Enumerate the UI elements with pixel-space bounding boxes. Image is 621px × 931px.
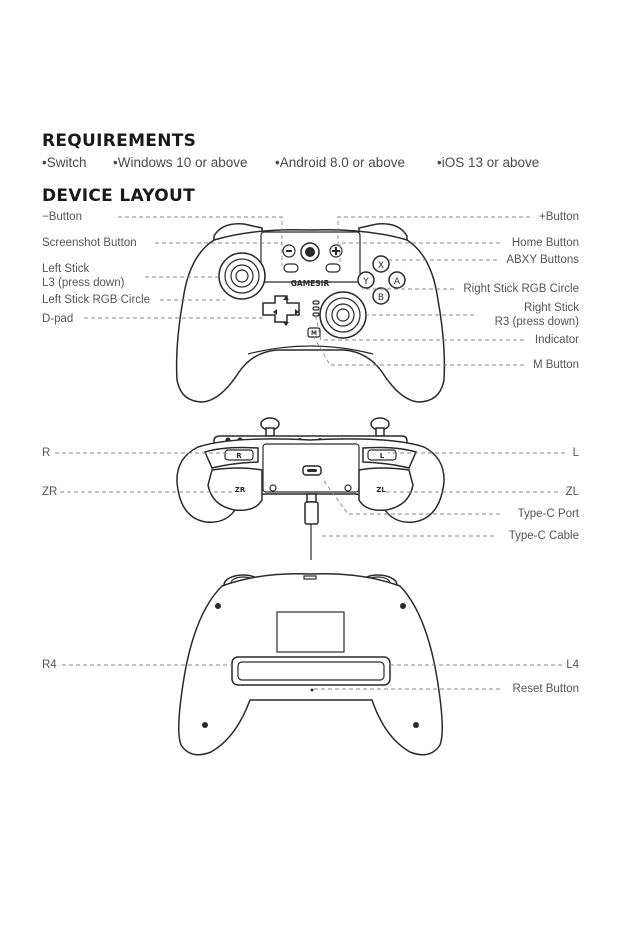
svg-text:ZL: ZL (376, 486, 386, 494)
right-stick-label: Right Stick (524, 302, 579, 314)
svg-text:Y: Y (362, 277, 369, 287)
home-button-label: Home Button (511, 237, 579, 249)
svg-text:B: B (378, 293, 384, 303)
requirements-heading: REQUIREMENTS (42, 131, 197, 151)
svg-text:R: R (236, 452, 242, 460)
requirement-windows: •Windows 10 or above (113, 155, 248, 170)
svg-text:X: X (378, 261, 384, 271)
typec-cable-label: Type-C Cable (508, 530, 579, 542)
zl-label: ZL (565, 486, 579, 498)
r3-label: R3 (press down) (494, 316, 579, 328)
typec-port-label: Type-C Port (517, 508, 579, 520)
plus-button-label: +Button (539, 211, 579, 223)
front-view: GAMESIR M X Y A B (175, 223, 446, 403)
screenshot-button-label: Screenshot Button (42, 237, 137, 249)
left-rgb-circle-label: Left Stick RGB Circle (42, 294, 150, 306)
reset-button-label: Reset Button (512, 683, 579, 695)
m-button-label: M Button (532, 359, 579, 371)
l-label: L (572, 447, 579, 459)
abxy-buttons-label: ABXY Buttons (506, 254, 579, 266)
r4-label: R4 (42, 659, 57, 671)
requirement-android: •Android 8.0 or above (275, 155, 406, 170)
r-label: R (42, 447, 51, 459)
svg-text:M: M (311, 330, 317, 337)
back-view (178, 573, 443, 756)
brand-logo: GAMESIR (291, 279, 330, 288)
top-view: R ZR L ZL (176, 417, 445, 560)
left-stick-label: Left Stick (42, 263, 90, 275)
svg-text:ZR: ZR (235, 486, 246, 494)
requirement-ios: •iOS 13 or above (437, 155, 540, 170)
l3-label: L3 (press down) (42, 277, 125, 289)
device-layout-heading: DEVICE LAYOUT (42, 186, 196, 206)
minus-button-label: −Button (42, 211, 82, 223)
svg-text:L: L (380, 452, 385, 460)
indicator-label: Indicator (534, 334, 579, 346)
zr-label: ZR (42, 486, 58, 498)
l4-label: L4 (566, 659, 579, 671)
requirement-switch: •Switch (42, 155, 87, 170)
right-rgb-circle-label: Right Stick RGB Circle (463, 283, 579, 295)
dpad-label: D-pad (42, 313, 74, 325)
svg-text:A: A (394, 277, 401, 287)
